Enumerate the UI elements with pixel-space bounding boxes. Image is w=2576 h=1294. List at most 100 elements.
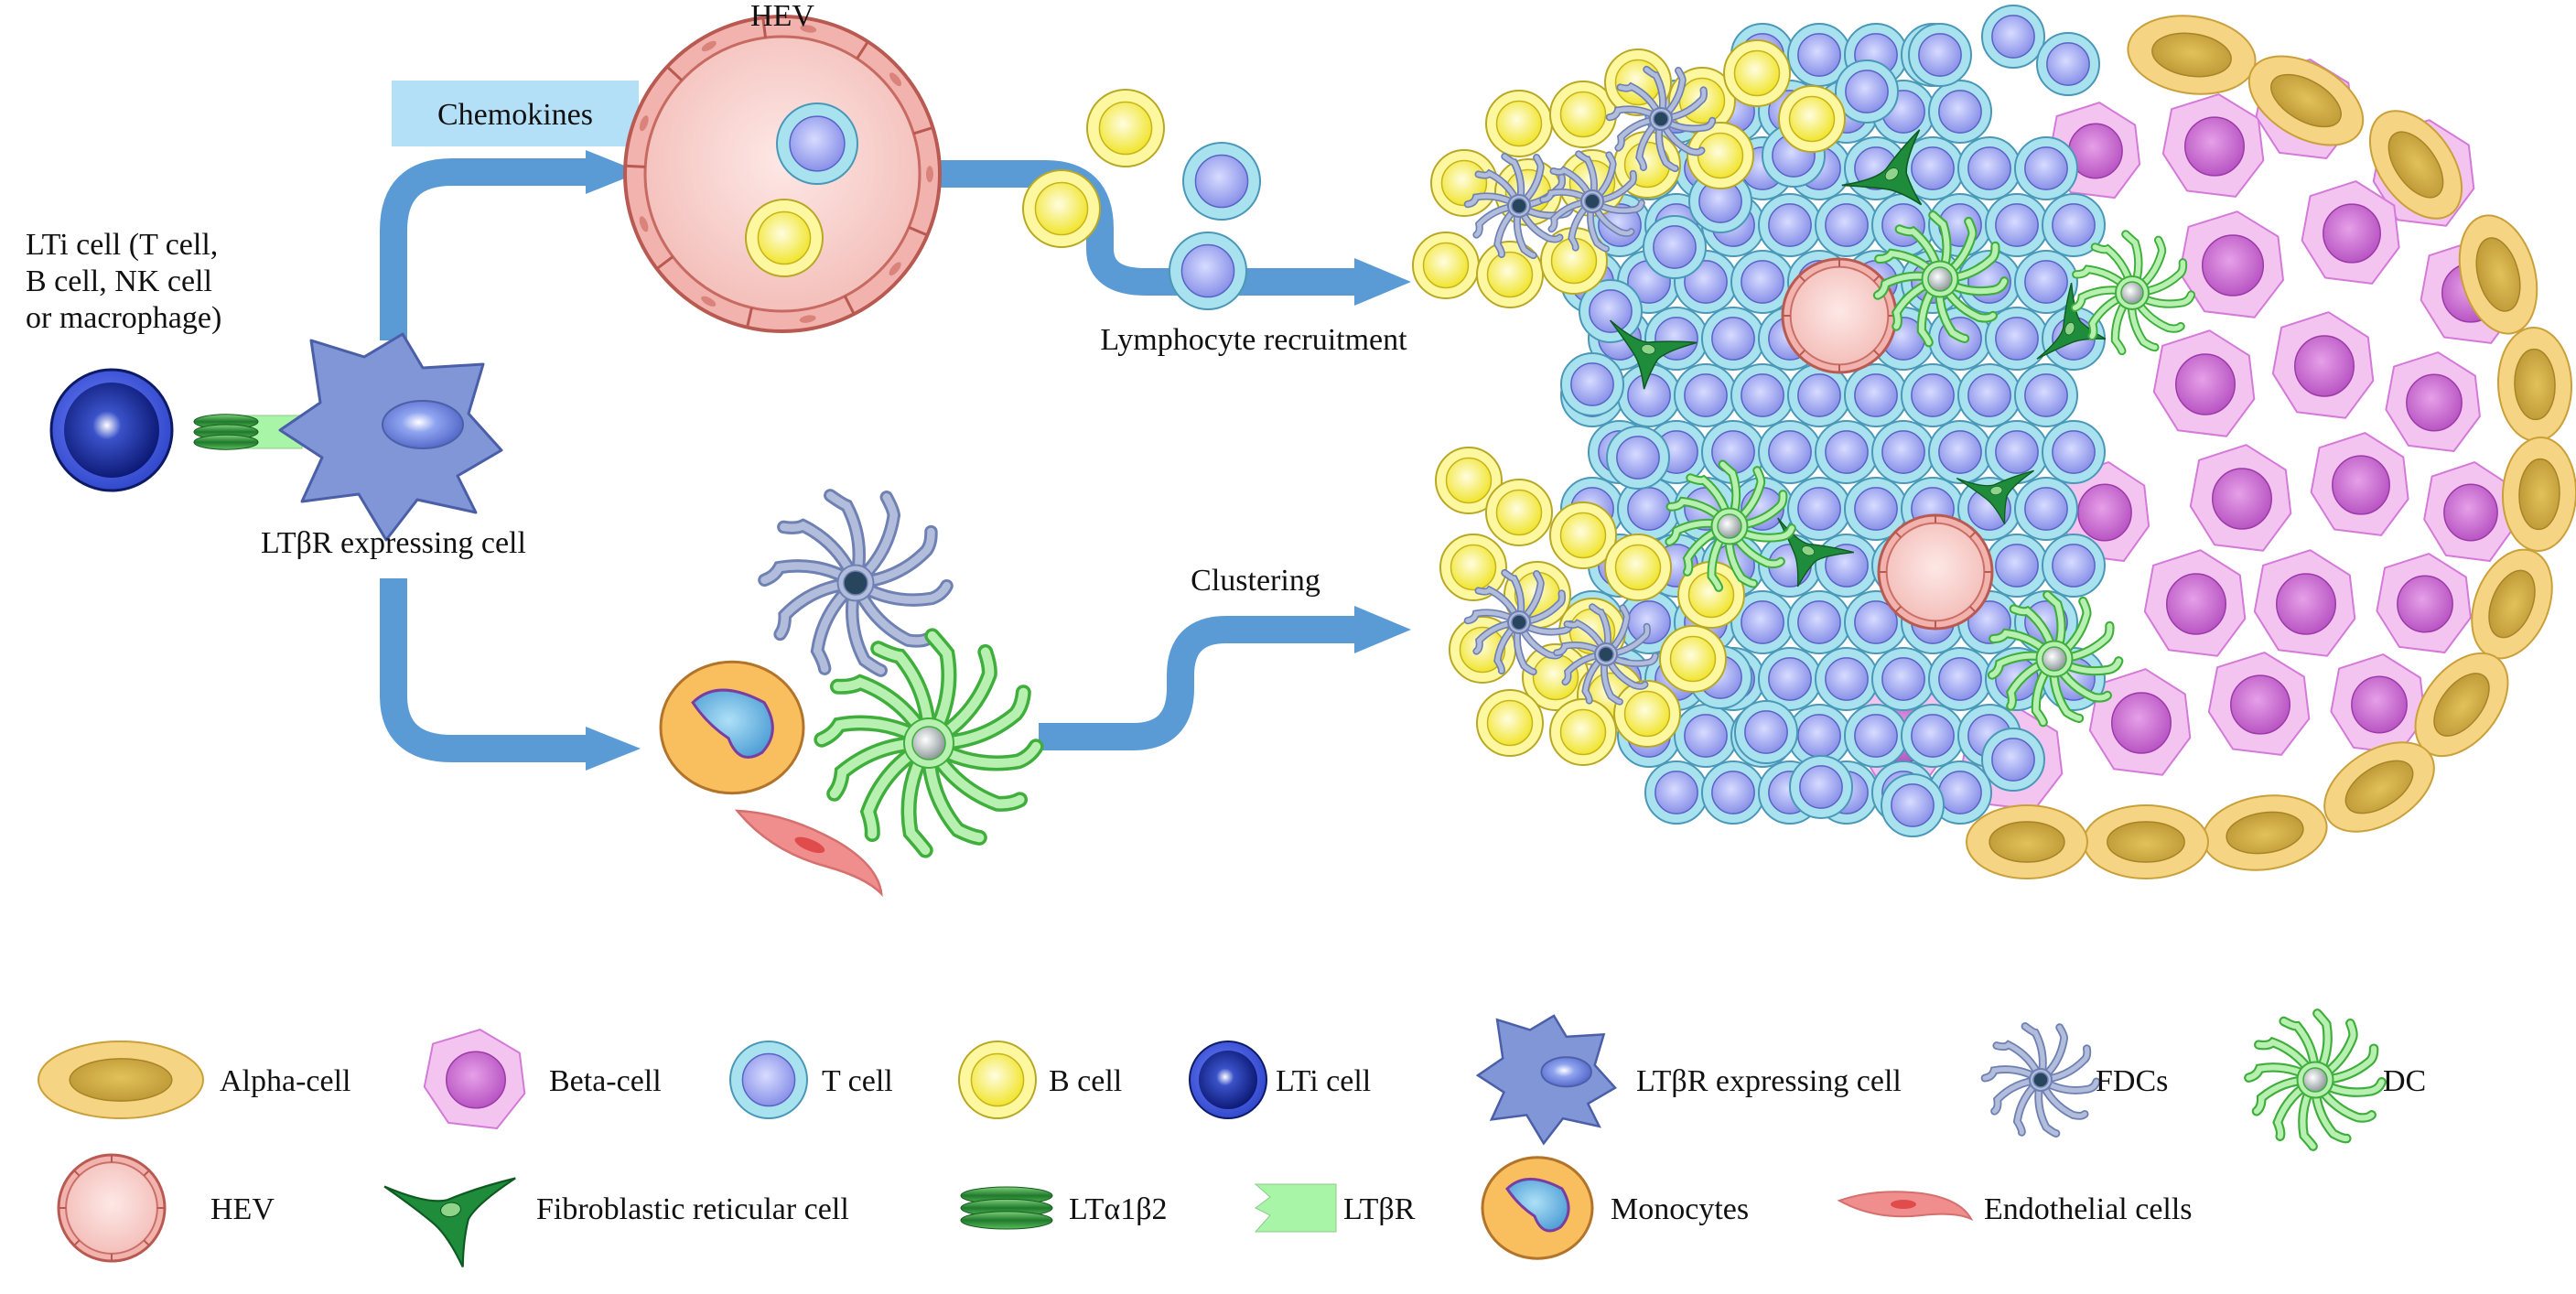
- t-cell: [1730, 363, 1795, 427]
- beta-cell: [2207, 652, 2311, 756]
- t-cell: [2042, 534, 2106, 598]
- monocyte: [659, 660, 805, 795]
- arrow-head-recruitment: [1354, 258, 1411, 306]
- process-arrows: [380, 150, 1411, 771]
- b-cell: [958, 1041, 1037, 1119]
- alpha-cell: [38, 1041, 204, 1119]
- b-cell: [1476, 689, 1544, 757]
- fibroblastic-reticular-cell: [1841, 129, 1923, 206]
- alpha-cell: [2368, 110, 2463, 220]
- b-cell: [1412, 232, 1480, 299]
- legend-label-ltbr: LTβR: [1343, 1192, 1416, 1226]
- t-cell: [1957, 136, 2021, 200]
- legend-label-dc: DC: [2383, 1064, 2426, 1098]
- ltbr-expressing-cell: [278, 332, 503, 542]
- t-cell: [1701, 760, 1765, 825]
- lti-description-line2: B cell, NK cell: [26, 264, 212, 298]
- alpha-cell: [2414, 652, 2509, 758]
- chemokines-box: [392, 81, 639, 146]
- fdc: [1539, 150, 1645, 253]
- monocyte: [1481, 1156, 1594, 1260]
- t-cell: [1169, 232, 1247, 310]
- b-cell: [1723, 39, 1791, 107]
- legend-label-endothelial-cells: Endothelial cells: [1984, 1192, 2193, 1226]
- t-cell: [1674, 363, 1738, 427]
- hev-vessel: [57, 1153, 167, 1263]
- arrow-head-clustering: [1354, 606, 1411, 653]
- legend-label-b-cell: B cell: [1049, 1064, 1122, 1098]
- lti-cell: [1189, 1041, 1267, 1119]
- t-cell: [1815, 534, 1879, 598]
- t-cell: [1901, 704, 1965, 768]
- b-cell: [1540, 227, 1608, 295]
- alpha-cell: [2458, 214, 2538, 335]
- b-cell: [1435, 447, 1503, 514]
- t-cell: [1901, 363, 1965, 427]
- ltbr-receptor: [1254, 1183, 1337, 1233]
- legend-label-ltbr-expressing-cell: LTβR expressing cell: [1636, 1064, 1902, 1098]
- t-cell: [1908, 23, 1972, 87]
- legend-label-lti-cell: LTi cell: [1276, 1064, 1371, 1098]
- t-cell: [1928, 420, 1992, 484]
- t-cell: [1871, 647, 1935, 711]
- b-cell: [1549, 501, 1617, 569]
- arrow-head-to-monocytes: [586, 727, 641, 771]
- b-cell: [1485, 90, 1553, 157]
- clustering-cells: [659, 489, 1044, 898]
- t-cell: [1985, 193, 2049, 257]
- legend-label-beta-cell: Beta-cell: [549, 1064, 662, 1098]
- t-cell: [1674, 704, 1738, 768]
- b-cell: [1659, 625, 1727, 693]
- beta-cell: [2179, 210, 2284, 318]
- t-cell: [1606, 426, 1670, 490]
- t-cell: [1844, 477, 1908, 541]
- t-cell: [1815, 193, 1879, 257]
- alpha-cell: [2496, 327, 2573, 442]
- t-cell: [1182, 142, 1261, 221]
- t-cell: [2042, 420, 2106, 484]
- b-cell: [1439, 534, 1507, 601]
- lt-alpha1-beta2: [960, 1186, 1053, 1230]
- t-cell: [1985, 307, 2049, 371]
- beta-cell: [2385, 351, 2481, 452]
- fdc: [1553, 603, 1659, 706]
- t-cell: [1928, 647, 1992, 711]
- b-cell: [1522, 643, 1590, 711]
- b-cell: [1086, 89, 1165, 167]
- recruited-lymphocytes: [1022, 89, 1261, 310]
- b-cell: [1022, 169, 1101, 248]
- alpha-cell: [2323, 741, 2435, 833]
- dc: [1987, 590, 2124, 728]
- beta-cell: [423, 1029, 526, 1129]
- beta-cell: [2301, 180, 2400, 285]
- legend-label-fdcs: FDCs: [2096, 1064, 2168, 1098]
- b-cell: [1613, 680, 1681, 748]
- lti-cell: [49, 368, 174, 492]
- b-cell: [1476, 241, 1544, 308]
- t-cell: [1981, 728, 2045, 792]
- clustering-label: Clustering: [1191, 564, 1320, 598]
- b-cell: [1485, 479, 1553, 546]
- b-cell: [745, 199, 824, 277]
- beta-cell: [2088, 668, 2192, 776]
- t-cell: [2014, 250, 2078, 314]
- beta-cell: [2143, 549, 2247, 657]
- alpha-cell: [2471, 548, 2553, 660]
- t-cell: [1787, 363, 1851, 427]
- alpha-cell: [1966, 804, 2088, 879]
- t-cell: [1815, 420, 1879, 484]
- fibroblastic-reticular-cell: [2036, 282, 2107, 360]
- t-cell: [1881, 773, 1945, 837]
- ltbr-cell-label: LTβR expressing cell: [261, 526, 526, 560]
- t-cell: [1844, 363, 1908, 427]
- t-cell: [2042, 193, 2106, 257]
- t-cell: [1787, 477, 1851, 541]
- lymphocyte-recruitment-label: Lymphocyte recruitment: [1100, 323, 1407, 357]
- b-cell: [1677, 561, 1745, 629]
- alpha-cell: [2202, 794, 2328, 871]
- alpha-cell: [2127, 15, 2257, 95]
- beta-cell: [2330, 653, 2426, 754]
- beta-cell: [2310, 432, 2409, 536]
- t-cell: [1815, 647, 1879, 711]
